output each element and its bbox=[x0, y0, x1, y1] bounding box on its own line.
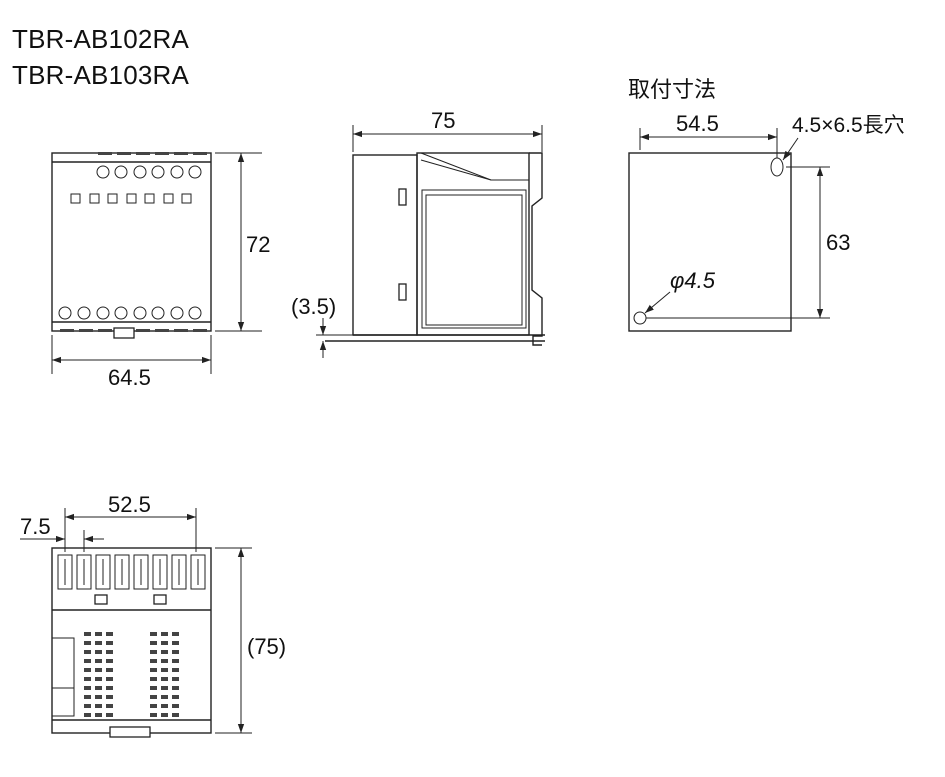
side-offset-label: (3.5) bbox=[291, 294, 336, 319]
front-view: 72 64.5 bbox=[51, 152, 270, 390]
side-depth-label: 75 bbox=[431, 108, 455, 133]
terminal-slots bbox=[57, 554, 206, 590]
hole-spacing-y-label: 63 bbox=[826, 230, 850, 255]
top-terminal-tabs bbox=[98, 152, 207, 155]
model-title-1: TBR-AB102RA bbox=[12, 24, 190, 54]
top-height-label: (75) bbox=[247, 634, 286, 659]
slot-label: 4.5×6.5長穴 bbox=[792, 114, 905, 137]
front-width-label: 64.5 bbox=[108, 365, 151, 390]
model-title-2: TBR-AB103RA bbox=[12, 60, 190, 90]
front-height-label: 72 bbox=[246, 232, 270, 257]
led-grid-left bbox=[84, 632, 113, 717]
top-screws bbox=[96, 165, 202, 179]
indicator-row bbox=[70, 193, 192, 204]
top-left-offset-label: 7.5 bbox=[20, 514, 51, 539]
mounting-title: 取付寸法 bbox=[628, 77, 716, 102]
hole-spacing-x-label: 54.5 bbox=[676, 111, 719, 136]
hole-diameter-label: φ4.5 bbox=[670, 268, 716, 293]
mounting-view: 取付寸法 54.5 4.5×6.5長穴 63 φ4.5 bbox=[628, 77, 905, 332]
top-span-label: 52.5 bbox=[108, 492, 151, 517]
bottom-screws bbox=[58, 306, 202, 320]
bottom-terminal-tabs bbox=[60, 329, 207, 332]
led-grid-right bbox=[150, 632, 179, 717]
top-view: 52.5 7.5 (75) bbox=[20, 492, 286, 738]
side-view: 75 (3.5) bbox=[291, 108, 545, 358]
